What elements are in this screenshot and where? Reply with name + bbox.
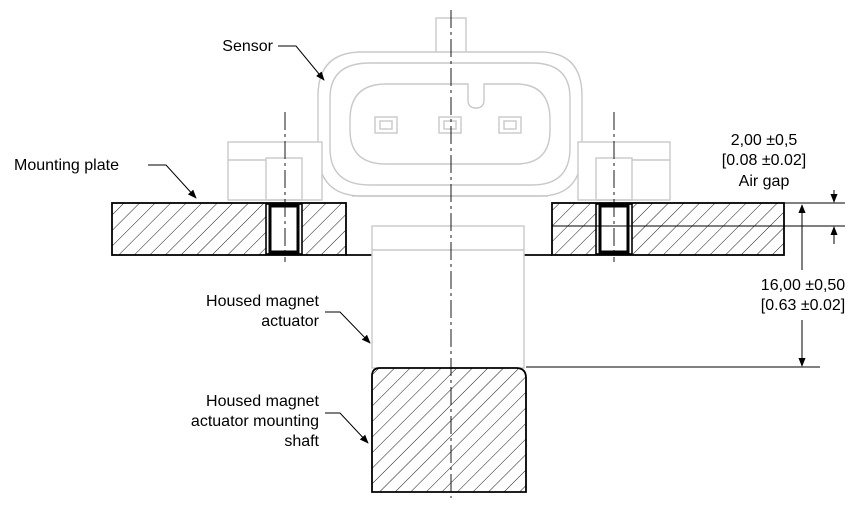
actuator-label-line1: Housed magnet [206,293,320,310]
height-metric: 16,00 ±0,50 [761,277,846,294]
housed-magnet-actuator [371,225,525,369]
actuator-leader [325,311,371,344]
connector-pin [374,116,398,134]
height-imperial: [0.63 ±0.02] [761,297,845,314]
sensor-label: Sensor [222,38,273,55]
sensor-body [227,17,671,201]
sensor-leader [278,45,325,81]
air-gap-imperial: [0.08 ±0.02] [722,152,806,169]
air-gap-dimension [552,190,845,244]
shaft-label-line1: Housed magnet [206,393,320,410]
air-gap-caption: Air gap [739,173,790,190]
shaft-label-line2: actuator mounting [191,413,319,430]
shaft-leader [325,412,369,444]
air-gap-metric: 2,00 ±0,5 [731,132,798,149]
mounting-plate-leader [148,164,197,199]
height-dimension [526,204,820,368]
actuator-label-line2: actuator [261,313,319,330]
connector-pin [498,116,522,134]
bolt-hole [265,203,303,255]
actuator-mounting-shaft [371,367,527,493]
shaft-label-line3: shaft [284,433,319,450]
center-lines [284,10,615,498]
connector-pin [438,116,462,134]
mounting-plate-label: Mounting plate [14,157,119,174]
